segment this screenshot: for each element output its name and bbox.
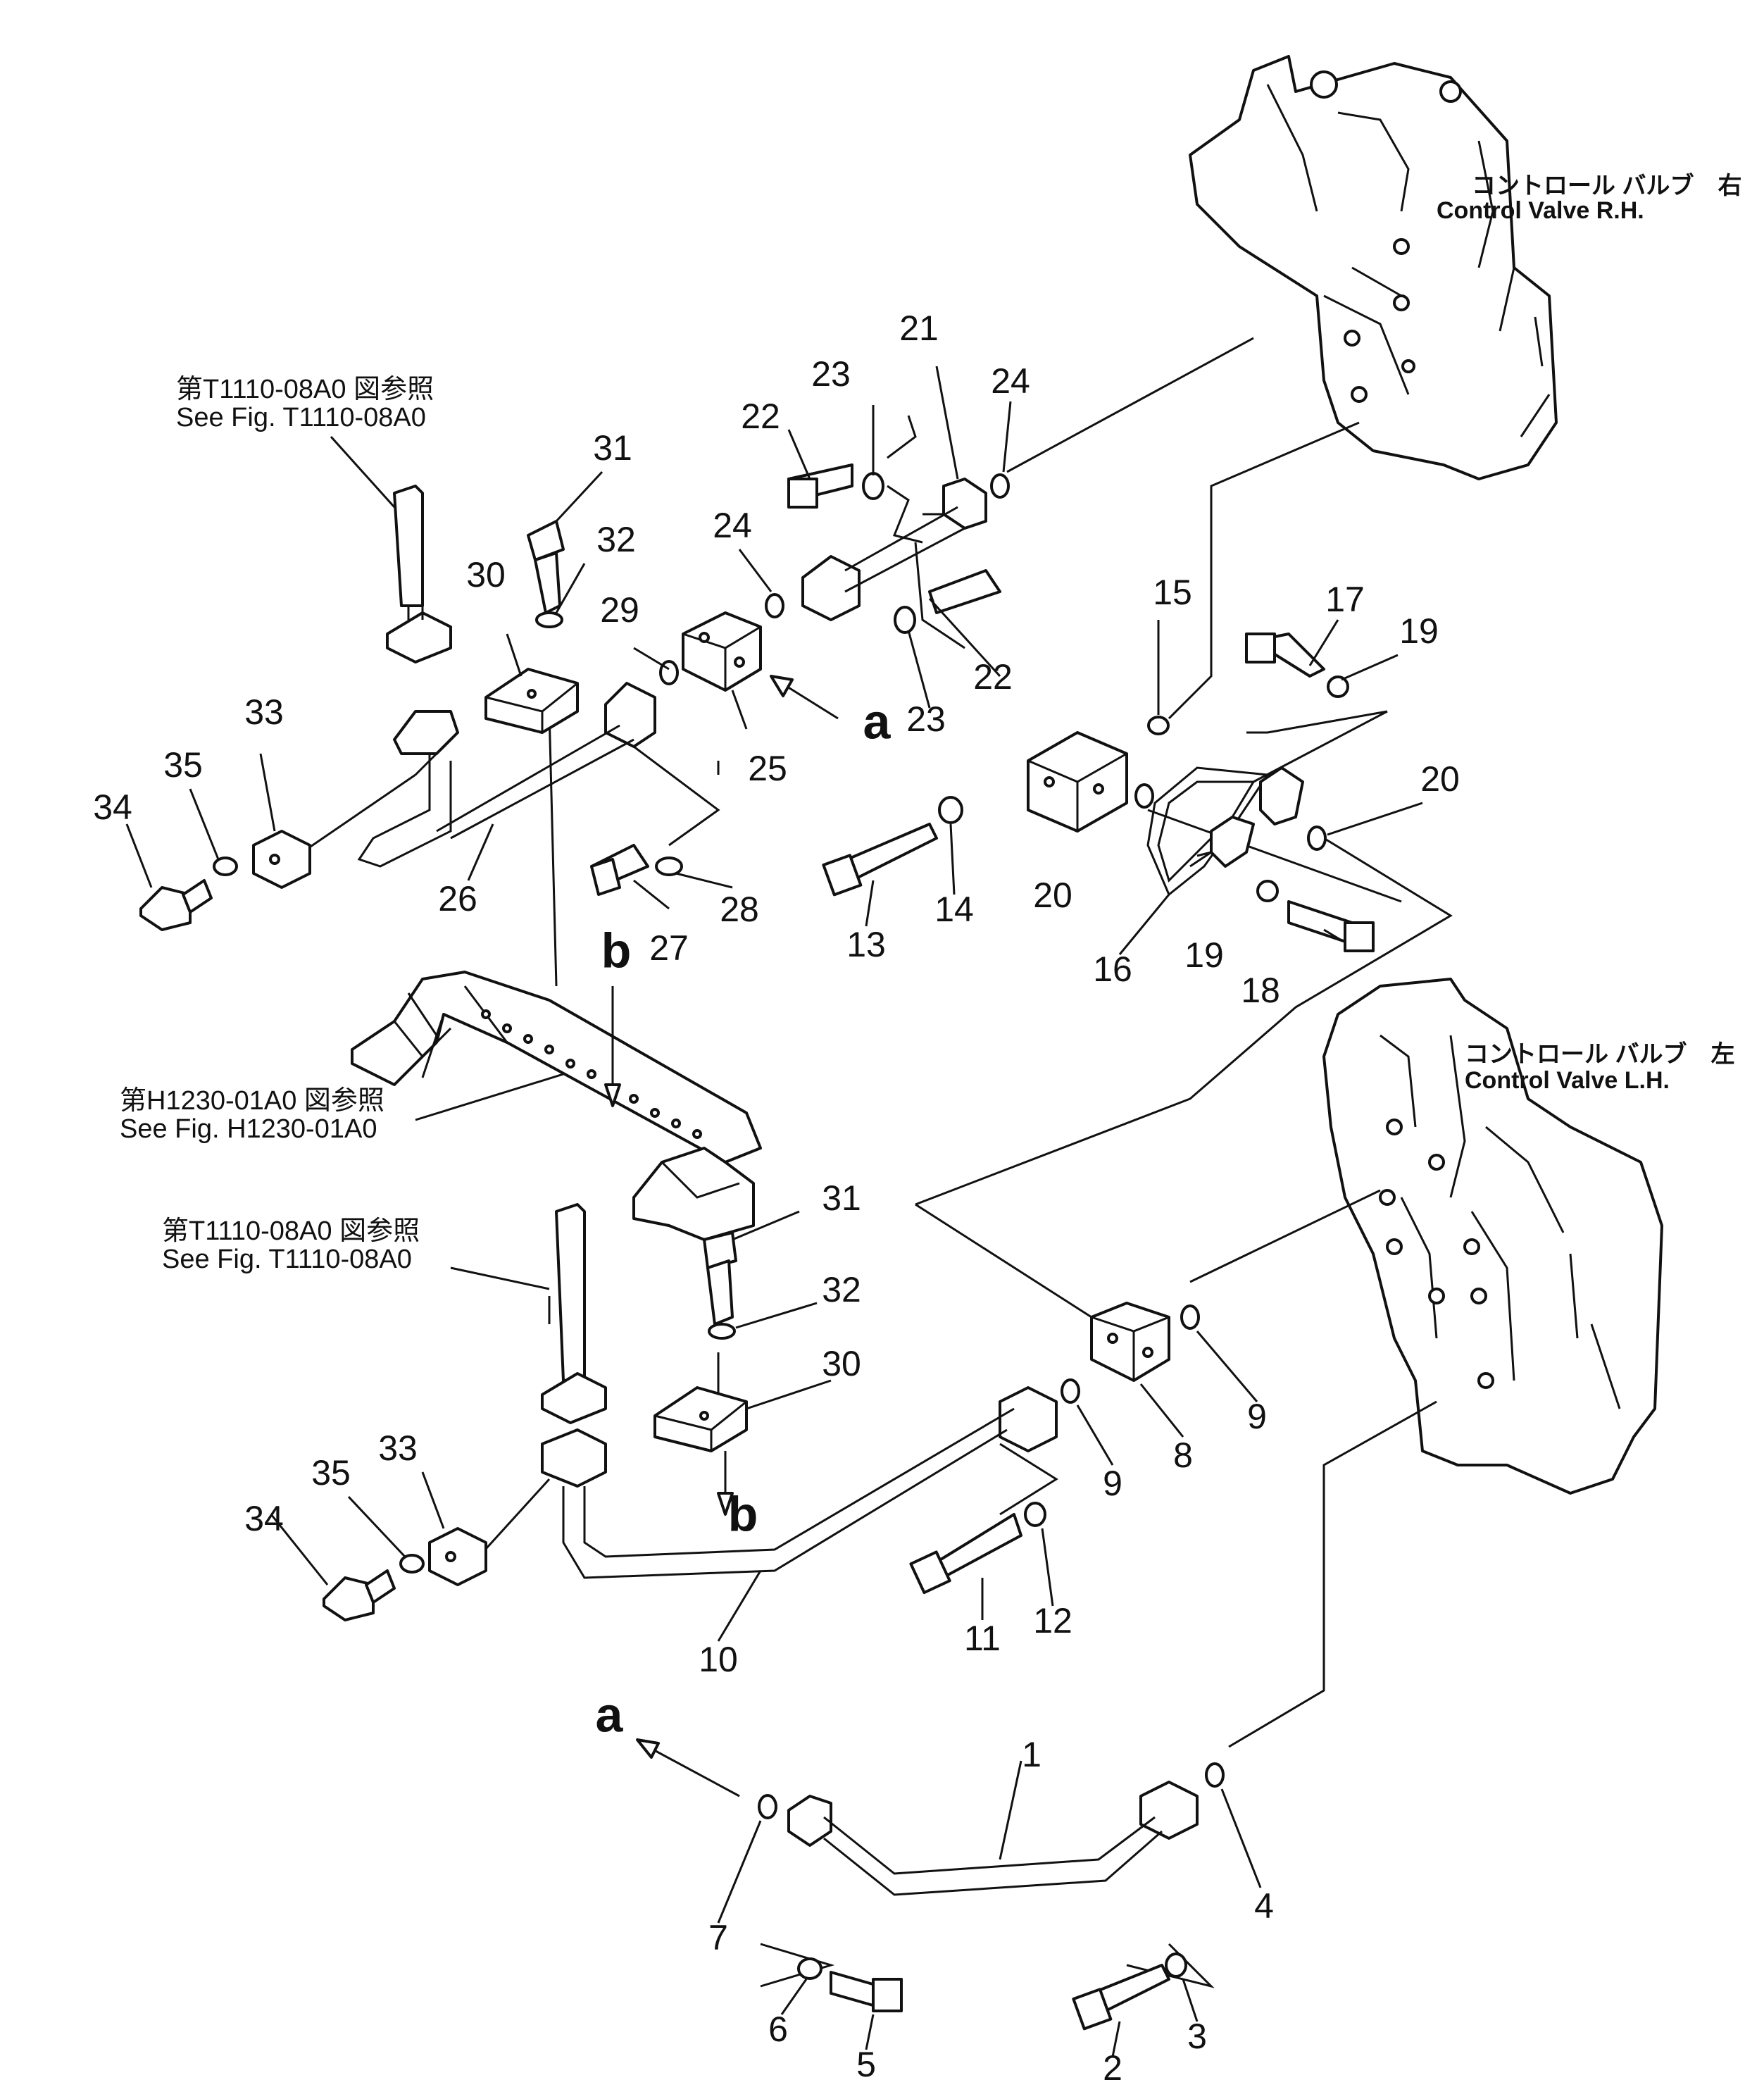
callout-18: 18: [1241, 971, 1280, 1010]
callout-1: 1: [1022, 1735, 1041, 1774]
callout-22-top: 22: [741, 397, 780, 436]
marker-b-bottom: b: [728, 1486, 758, 1541]
callout-33-bottom: 33: [378, 1428, 418, 1468]
arrow-b-top: [604, 986, 621, 1107]
callout-20-right: 20: [1420, 759, 1460, 799]
reference-arrows: [330, 435, 564, 1290]
callout-17: 17: [1325, 580, 1365, 619]
callout-26: 26: [438, 879, 477, 918]
callout-23-top: 23: [811, 354, 851, 394]
marker-b-top: b: [601, 923, 632, 978]
callout-24-top: 24: [991, 361, 1030, 401]
callout-34-top: 34: [93, 787, 132, 827]
arrow-a-top: [770, 675, 839, 720]
callout-31-bottom: 31: [822, 1178, 861, 1218]
callout-8: 8: [1173, 1435, 1193, 1475]
callout-14: 14: [934, 890, 974, 929]
callout-16: 16: [1093, 949, 1132, 989]
callout-21: 21: [899, 309, 939, 348]
callout-9-left: 9: [1103, 1464, 1122, 1503]
lower-pipe-assembly: [323, 1203, 1200, 1621]
callout-32-bottom: 32: [822, 1270, 861, 1309]
callout-23-bottom: 23: [906, 699, 946, 739]
callout-32-top: 32: [596, 520, 636, 559]
callout-25: 25: [748, 749, 787, 788]
callout-27: 27: [649, 928, 689, 968]
callout-35-bottom: 35: [311, 1453, 351, 1493]
ref-t1110-top-jp: 第T1110-08A0 図参照: [176, 375, 434, 404]
ref-t1110-top-en: See Fig. T1110-08A0: [176, 403, 426, 432]
callout-22-bottom: 22: [973, 657, 1013, 697]
callout-2: 2: [1103, 2048, 1122, 2087]
callout-24-left: 24: [713, 506, 752, 545]
callout-5: 5: [856, 2045, 876, 2084]
valve-rh-label-jp: コントロール バルブ 右: [1472, 172, 1741, 199]
ref-t1110-mid-en: See Fig. T1110-08A0: [162, 1245, 412, 1274]
callout-numbers: 1 2 3 4 5 6 7 8 9 9 10 11 12 13 14 15 16…: [93, 309, 1460, 2087]
valve-lh-label-jp: コントロール バルブ 左: [1465, 1040, 1734, 1068]
callout-29: 29: [600, 590, 639, 630]
callout-9-right: 9: [1247, 1397, 1267, 1436]
upper-pipe-assembly: [139, 463, 1010, 931]
ref-h1230-en: See Fig. H1230-01A0: [120, 1114, 377, 1144]
callout-4: 4: [1254, 1886, 1274, 1926]
callout-13: 13: [846, 925, 886, 964]
callout-20-left: 20: [1033, 876, 1072, 915]
callout-30-bottom: 30: [822, 1344, 861, 1383]
callout-3: 3: [1187, 2017, 1207, 2056]
middle-right-assembly: [822, 633, 1375, 952]
callout-11: 11: [964, 1619, 1001, 1658]
callout-6: 6: [768, 2010, 788, 2049]
valve-rh-label-en: Control Valve R.H.: [1437, 197, 1644, 224]
marker-a-bottom: a: [596, 1687, 624, 1742]
valve-lh-label-en: Control Valve L.H.: [1465, 1067, 1670, 1094]
callout-30-top: 30: [466, 555, 506, 594]
control-valve-rh: コントロール バルブ 右 Control Valve R.H.: [1189, 55, 1741, 480]
callout-19-top: 19: [1399, 611, 1439, 651]
ref-h1230-jp: 第H1230-01A0 図参照: [120, 1086, 384, 1116]
callout-12: 12: [1033, 1601, 1072, 1640]
callout-31-top: 31: [593, 428, 632, 468]
callout-33-top: 33: [244, 692, 284, 732]
callout-28: 28: [720, 890, 759, 929]
callout-7: 7: [708, 1918, 728, 1957]
callout-19-bottom: 19: [1184, 935, 1224, 975]
frame-member: [351, 971, 762, 1241]
callout-15: 15: [1153, 573, 1192, 612]
callout-leaders: [125, 366, 1423, 2057]
callout-10: 10: [699, 1640, 738, 1679]
callout-34-bottom: 34: [244, 1499, 284, 1538]
connection-lines: [281, 337, 1453, 1988]
callout-35-top: 35: [163, 745, 203, 785]
ref-t1110-mid-jp: 第T1110-08A0 図参照: [162, 1216, 420, 1246]
bottom-pipe-assembly: [636, 1738, 1225, 2031]
control-valve-lh: コントロール バルブ 左 Control Valve L.H.: [1322, 978, 1734, 1495]
marker-a-top: a: [863, 694, 892, 749]
